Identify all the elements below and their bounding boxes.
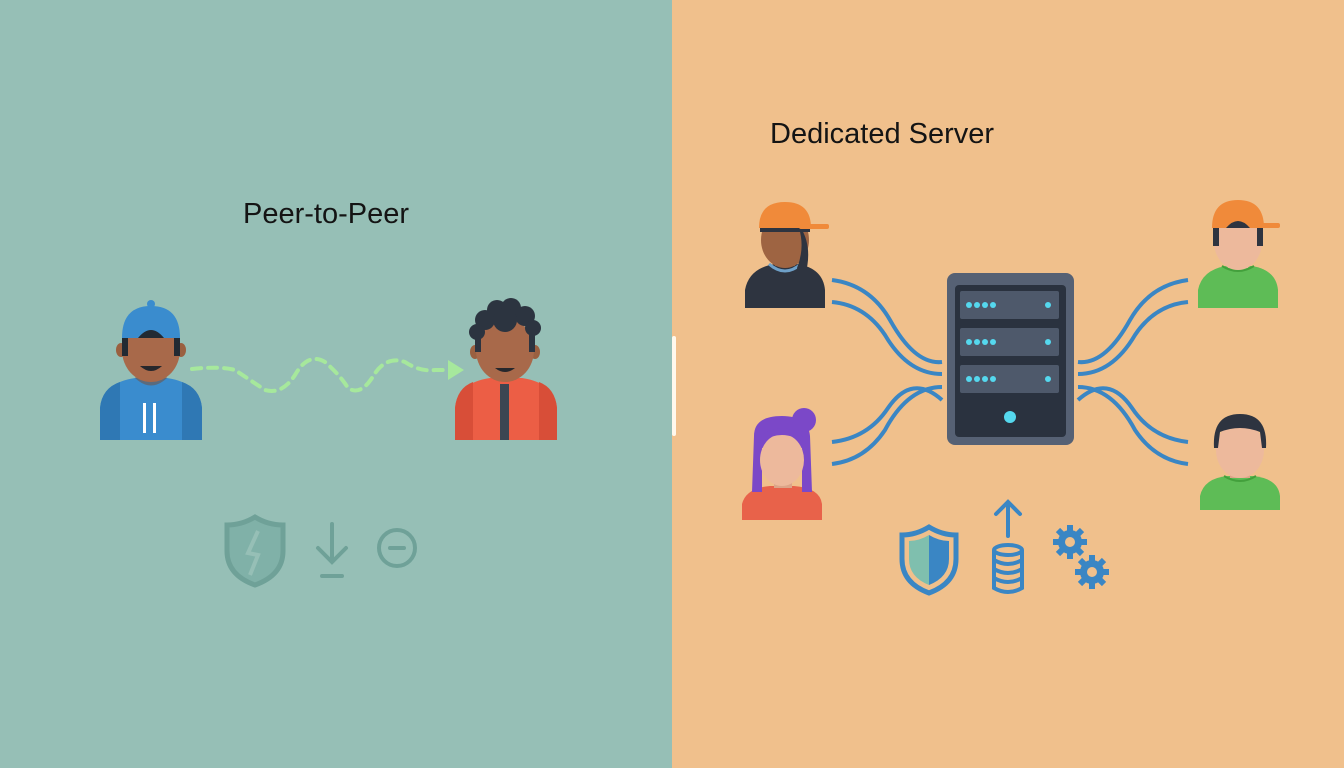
gears-icon bbox=[1053, 525, 1109, 589]
database-upload-icon bbox=[992, 499, 1024, 594]
p2p-connection-arrow bbox=[190, 357, 464, 393]
shield-icon bbox=[899, 524, 959, 596]
broken-shield-icon bbox=[224, 514, 286, 588]
player-orange-cap-light bbox=[1198, 200, 1280, 308]
player-blue-cap bbox=[100, 300, 202, 440]
player-orange-cap-dark bbox=[745, 202, 829, 308]
download-icon bbox=[316, 522, 348, 578]
server-connection-lines bbox=[831, 278, 1189, 466]
divider-handle[interactable] bbox=[672, 336, 676, 436]
player-curly-hair bbox=[455, 298, 557, 440]
peer-to-peer-title: Peer-to-Peer bbox=[243, 198, 410, 230]
dedicated-server-title: Dedicated Server bbox=[770, 118, 995, 150]
minus-circle-icon bbox=[377, 528, 417, 568]
player-dark-hair bbox=[1200, 414, 1280, 510]
peer-to-peer-panel bbox=[0, 0, 672, 768]
player-purple-hair bbox=[742, 408, 822, 520]
server-rack bbox=[947, 273, 1074, 445]
